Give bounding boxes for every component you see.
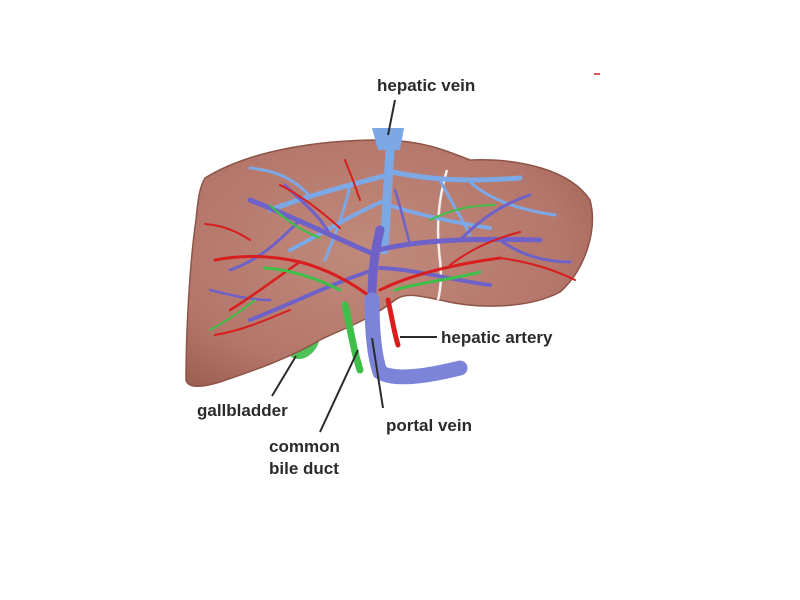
label-hepatic-vein: hepatic vein — [377, 76, 475, 95]
bile-duct-tree — [209, 204, 496, 331]
leader-hepatic-vein — [387, 99, 396, 136]
leader-common-bile-duct — [319, 349, 359, 433]
hepatic-artery-trunk — [385, 297, 401, 348]
common-bile-duct-shape — [341, 301, 364, 374]
hepatic-artery-tree — [204, 159, 576, 336]
label-gallbladder: gallbladder — [197, 401, 288, 420]
portal-vein-trunk — [364, 292, 468, 385]
label-portal-vein: portal vein — [386, 416, 472, 435]
label-common-bile-duct-line1: common — [269, 437, 340, 456]
falciform-ligament — [436, 169, 449, 301]
leader-gallbladder — [271, 355, 297, 397]
label-common-bile-duct-line2: bile duct — [269, 459, 339, 478]
leader-portal-vein — [371, 337, 384, 409]
leader-lines — [271, 99, 437, 433]
label-hepatic-artery: hepatic artery — [441, 328, 553, 347]
